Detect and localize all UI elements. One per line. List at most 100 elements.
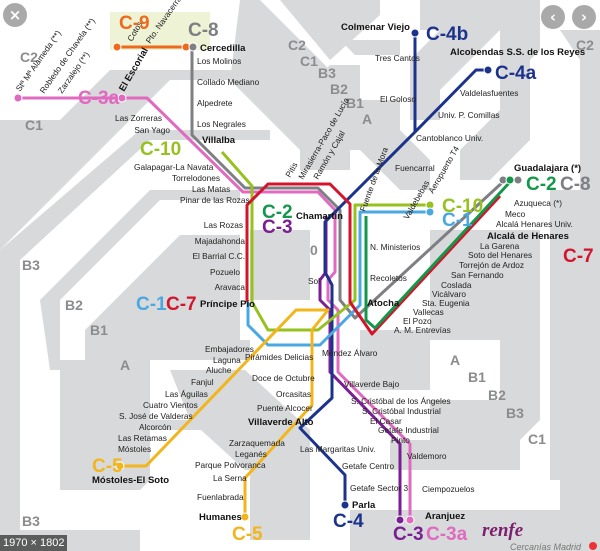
- station-label[interactable]: La Serna: [213, 473, 247, 483]
- station-label[interactable]: Villalba: [202, 135, 236, 146]
- station-label[interactable]: Orcasitas: [276, 389, 311, 399]
- station-label[interactable]: Recoletos: [370, 273, 407, 283]
- station-label[interactable]: Cercedilla: [200, 43, 246, 54]
- line-badge-c-10[interactable]: C-10: [442, 196, 483, 217]
- station-label[interactable]: Los Molinos: [197, 56, 241, 66]
- station-label[interactable]: Alcobendas S.S. de los Reyes: [450, 47, 585, 58]
- station-label[interactable]: Valdemoro: [407, 451, 447, 461]
- station-label[interactable]: Atocha: [367, 298, 400, 309]
- line-badge-c-2[interactable]: C-2: [526, 174, 557, 195]
- station-label[interactable]: Fanjul: [191, 377, 214, 387]
- station-label[interactable]: Aravaca: [215, 282, 246, 292]
- line-badge-c-8[interactable]: C-8: [560, 174, 591, 195]
- station-label[interactable]: Chamartín: [296, 211, 343, 222]
- station-label[interactable]: Alcorcón: [139, 422, 172, 432]
- line-badge-c-2[interactable]: C-2: [262, 202, 293, 223]
- station-label[interactable]: Vallecas: [413, 307, 444, 317]
- station-label[interactable]: S. Cristóbal Industrial: [362, 406, 441, 416]
- station-label[interactable]: Móstoles-El Soto: [92, 475, 169, 486]
- station-label[interactable]: Las Zorreras: [115, 113, 162, 123]
- line-badge-c-7[interactable]: C-7: [563, 246, 594, 267]
- station-label[interactable]: Alpedrete: [197, 98, 233, 108]
- station-label[interactable]: Sta. Eugenia: [422, 298, 470, 308]
- station-label[interactable]: La Garena: [480, 241, 520, 251]
- station-label[interactable]: S. José de Valderas: [119, 411, 193, 421]
- line-badge-c-7[interactable]: C-7: [166, 294, 197, 315]
- station-label[interactable]: Cantoblanco Univ.: [416, 133, 483, 143]
- station-label[interactable]: Las Retamas: [118, 433, 167, 443]
- line-badge-c-3[interactable]: C-3: [262, 217, 293, 238]
- prev-image-icon[interactable]: ‹: [541, 5, 565, 29]
- station-label[interactable]: Torrelodones: [172, 173, 220, 183]
- line-badge-c-10[interactable]: C-10: [140, 139, 181, 160]
- station-label[interactable]: Móstoles: [118, 444, 151, 454]
- line-badge-c-3a[interactable]: C-3a: [426, 524, 468, 545]
- station-label[interactable]: Las Margaritas Univ.: [300, 444, 375, 454]
- station-label[interactable]: Las Águilas: [165, 389, 208, 399]
- station-label[interactable]: Collado Mediano: [197, 77, 260, 87]
- station-label[interactable]: Tres Cantos: [375, 53, 420, 63]
- station-label[interactable]: Las Rozas: [204, 220, 243, 230]
- line-badge-c-4[interactable]: C-4: [333, 511, 364, 532]
- station-label[interactable]: Guadalajara (*): [514, 163, 581, 174]
- station-label[interactable]: Cuatro Vientos: [143, 400, 198, 410]
- station-label[interactable]: El Goloso: [380, 94, 416, 104]
- station-label[interactable]: Méndez Álvaro: [322, 348, 378, 358]
- station-label[interactable]: Humanes: [199, 512, 242, 523]
- station-label[interactable]: Parla: [352, 500, 376, 511]
- station-label[interactable]: Pinar de las Rozas: [180, 195, 250, 205]
- line-badge-c-1[interactable]: C-1: [136, 294, 167, 315]
- station-label[interactable]: Laguna: [213, 355, 241, 365]
- line-badge-c-5[interactable]: C-5: [92, 456, 123, 477]
- station-label[interactable]: Las Matas: [192, 184, 230, 194]
- station-label[interactable]: Valdelasfuentes: [460, 88, 518, 98]
- station-label[interactable]: N. Ministerios: [370, 242, 420, 252]
- station-label[interactable]: Getafe Sector 3: [350, 483, 408, 493]
- station-label[interactable]: Villaverde Alto: [248, 417, 314, 428]
- station-label[interactable]: Colmenar Viejo: [341, 22, 410, 33]
- station-label[interactable]: Soto del Henares: [468, 250, 532, 260]
- station-label[interactable]: Univ. P. Comillas: [438, 110, 499, 120]
- station-label[interactable]: Sol: [308, 276, 320, 286]
- station-label[interactable]: Puente Alcocer: [257, 403, 313, 413]
- line-badge-c-1[interactable]: C-1: [442, 210, 473, 231]
- station-label[interactable]: Embajadores: [205, 344, 254, 354]
- station-label[interactable]: Pozuelo: [210, 267, 240, 277]
- station-label[interactable]: Pirámides Delicias: [245, 352, 313, 362]
- station-label[interactable]: Torrejón de Ardoz: [459, 260, 524, 270]
- station-label[interactable]: Príncipe Pío: [200, 299, 255, 310]
- station-label[interactable]: Aranjuez: [425, 511, 465, 522]
- line-badge-c-4b[interactable]: C-4b: [426, 24, 468, 45]
- station-label[interactable]: San Fernando: [451, 270, 504, 280]
- station-label[interactable]: Los Negrales: [197, 119, 246, 129]
- station-label[interactable]: Pinto: [391, 435, 410, 445]
- station-label[interactable]: Fuencarral: [395, 163, 435, 173]
- close-icon[interactable]: ×: [3, 3, 27, 27]
- line-badge-c-9[interactable]: C-9: [119, 13, 150, 34]
- station-label[interactable]: Fuenlabrada: [197, 492, 244, 502]
- station-label[interactable]: Azuqueca (*): [514, 198, 562, 208]
- station-label[interactable]: Alcalá de Henares: [487, 231, 569, 242]
- station-label[interactable]: S. Cristóbal de los Ángeles: [351, 396, 451, 406]
- station-label[interactable]: Majadahonda: [195, 236, 246, 246]
- station-label[interactable]: Meco: [505, 209, 526, 219]
- station-label[interactable]: Doce de Octubre: [252, 373, 315, 383]
- station-label[interactable]: El Casar: [370, 416, 402, 426]
- station-label[interactable]: Zarzaquemada: [229, 438, 285, 448]
- station-label[interactable]: Coslada: [441, 280, 472, 290]
- next-image-icon[interactable]: ›: [572, 5, 596, 29]
- station-label[interactable]: Parque Polvoranca: [195, 460, 266, 470]
- station-label[interactable]: Getafe Centro: [342, 461, 395, 471]
- station-label[interactable]: El Pozo: [403, 316, 432, 326]
- station-label[interactable]: El Barrial C.C.: [192, 251, 245, 261]
- station-label[interactable]: Alcalá Henares Univ.: [496, 219, 573, 229]
- line-badge-c-5[interactable]: C-5: [232, 524, 263, 545]
- station-label[interactable]: San Yago: [134, 125, 170, 135]
- station-label[interactable]: Leganés: [235, 449, 267, 459]
- line-badge-c-3[interactable]: C-3: [393, 524, 424, 545]
- line-badge-c-4a[interactable]: C-4a: [495, 63, 537, 84]
- station-label[interactable]: Galapagar-La Navata: [134, 162, 214, 172]
- station-label[interactable]: Ciempozuelos: [422, 484, 475, 494]
- station-label[interactable]: Aluche: [206, 365, 232, 375]
- station-label[interactable]: A. M. Entrevías: [394, 325, 451, 335]
